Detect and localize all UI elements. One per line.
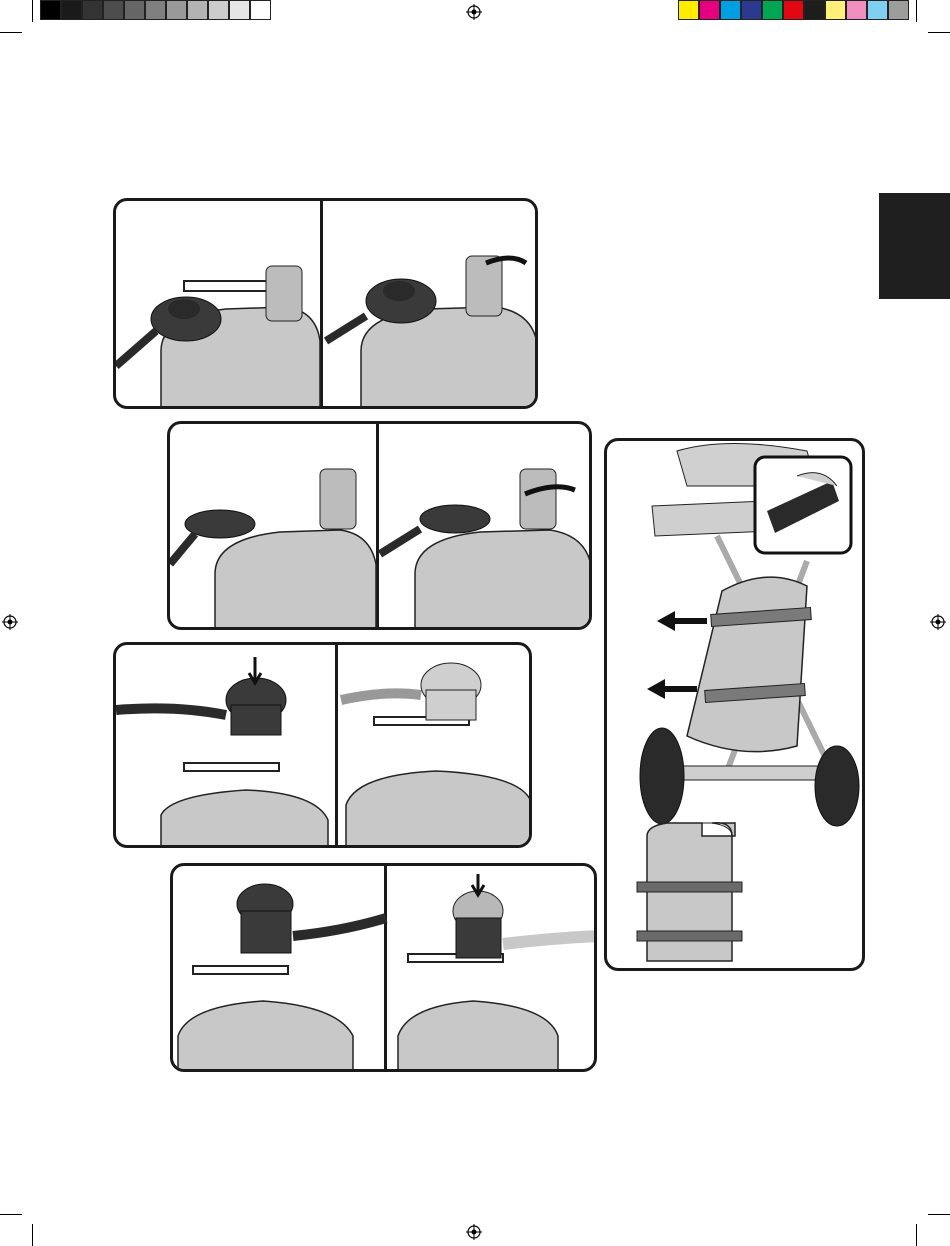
crosshair-registration-icon — [2, 614, 18, 630]
color-swatch — [678, 0, 699, 20]
crop-mark — [916, 0, 917, 22]
grayscale-swatch — [166, 0, 187, 20]
crosshair-registration-icon — [466, 4, 482, 20]
grayscale-swatch — [103, 0, 124, 20]
rotate-arrow-icon — [486, 258, 526, 263]
color-swatch — [699, 0, 720, 20]
grayscale-swatch — [124, 0, 145, 20]
crop-mark — [928, 32, 950, 33]
regulator-icon — [237, 884, 597, 958]
figure-secure-tank-on-cart — [604, 438, 865, 971]
gas-tank-icon — [215, 530, 592, 630]
grayscale-swatch — [187, 0, 208, 20]
crosshair-registration-icon — [466, 1224, 482, 1240]
crop-mark — [0, 1214, 22, 1215]
crop-mark — [928, 1214, 950, 1215]
gas-tank-icon — [161, 717, 532, 848]
figure-screw-regulator-a — [113, 198, 538, 409]
crosshair-registration-icon — [930, 614, 946, 630]
crop-mark — [32, 1224, 33, 1246]
figure-screw-regulator-b — [167, 421, 592, 630]
grayscale-swatch — [145, 0, 166, 20]
crop-mark — [0, 32, 22, 33]
gas-tank-icon — [637, 823, 742, 961]
crop-mark — [916, 1224, 917, 1246]
color-swatch — [804, 0, 825, 20]
figure-clip-on-regulator-b — [170, 863, 597, 1072]
gas-tank-icon — [178, 954, 558, 1072]
color-swatch — [720, 0, 741, 20]
grayscale-swatch — [250, 0, 271, 20]
gas-tank-icon — [687, 577, 811, 752]
color-swatch — [783, 0, 804, 20]
grayscale-swatch — [40, 0, 61, 20]
grayscale-swatch — [82, 0, 103, 20]
grayscale-swatch — [229, 0, 250, 20]
left-arrow-icon — [647, 611, 707, 699]
section-tab — [879, 193, 950, 299]
color-swatch — [762, 0, 783, 20]
figure-clip-on-regulator-a — [113, 642, 532, 848]
grayscale-swatch — [208, 0, 229, 20]
grayscale-swatch — [61, 0, 82, 20]
crop-mark — [32, 0, 33, 22]
color-swatch — [741, 0, 762, 20]
color-swatch — [888, 0, 909, 20]
color-swatch — [846, 0, 867, 20]
color-swatch — [867, 0, 888, 20]
color-swatch — [825, 0, 846, 20]
velcro-strap-icon — [755, 457, 851, 553]
